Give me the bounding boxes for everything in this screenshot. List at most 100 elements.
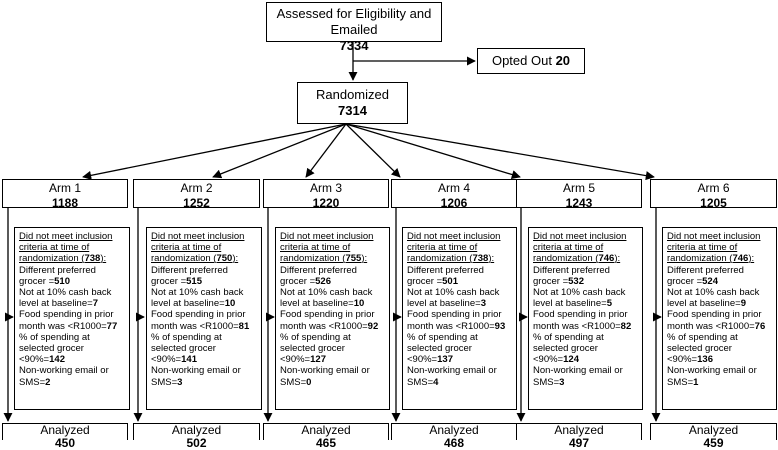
spending-label: <90%= (667, 354, 698, 366)
grocer-label: Different preferred (533, 264, 610, 276)
food-label: month was <R1000= (533, 320, 621, 332)
criteria-heading-line: ): (232, 253, 239, 265)
cashback-label: Not at 10% cash back (667, 287, 760, 299)
eligibility-count: 7334 (339, 38, 369, 53)
food-label: Food spending in prior (533, 309, 628, 321)
email-label: SMS= (151, 376, 178, 388)
grocer-label: grocer = (151, 275, 187, 287)
arm-3-analyzed-label: Analyzed (301, 423, 351, 437)
criteria-heading-line: ): (100, 253, 107, 265)
grocer-label: Different preferred (407, 264, 484, 276)
grocer-label: Different preferred (19, 264, 96, 276)
spending-count: 141 (181, 354, 197, 366)
opted-out-count: 20 (555, 53, 571, 68)
excluded-count: 746 (598, 253, 615, 265)
spending-label: <90%= (533, 354, 564, 366)
eligibility-label: Assessed for Eligibility and Emailed (276, 6, 432, 37)
email-label: Non-working email or (533, 365, 623, 377)
cashback-count: 3 (480, 298, 486, 310)
criteria-heading-line: criteria at time of (407, 242, 478, 254)
arm-2-analyzed-count: 502 (186, 436, 207, 450)
food-label: month was <R1000= (19, 320, 107, 332)
cashback-label: Not at 10% cash back (280, 287, 373, 299)
excluded-count: 738 (472, 253, 489, 265)
opted-out-box: Opted Out 20 (477, 48, 585, 74)
cashback-label: Not at 10% cash back (533, 287, 626, 299)
criteria-heading-line: criteria at time of (533, 242, 604, 254)
spending-label: selected grocer (533, 343, 598, 355)
criteria-heading-line: randomization ( (667, 253, 733, 265)
email-count: 0 (306, 376, 312, 388)
cashback-label: level at baseline= (151, 298, 225, 310)
arm-1-label: Arm 1 (48, 181, 81, 195)
email-label: Non-working email or (667, 365, 757, 377)
criteria-heading-line: Did not meet inclusion (280, 231, 374, 242)
food-label: month was <R1000= (407, 320, 495, 332)
criteria-heading-line: criteria at time of (667, 242, 738, 254)
arrow-to-arm-4 (345, 123, 401, 178)
spending-label: <90%= (19, 354, 50, 366)
food-label: month was <R1000= (280, 320, 368, 332)
spending-label: % of spending at (533, 331, 604, 343)
cashback-count: 10 (353, 298, 365, 310)
spending-label: <90%= (151, 354, 182, 366)
arm-5-label: Arm 5 (562, 181, 595, 195)
grocer-label: grocer = (19, 275, 55, 287)
food-label: month was <R1000= (667, 320, 755, 332)
spending-count: 142 (49, 354, 65, 366)
arm-5-analyzed-label: Analyzed (554, 423, 604, 437)
criteria-heading-line: randomization ( (407, 253, 473, 265)
food-count: 76 (754, 320, 766, 332)
arm-4-flow (391, 208, 402, 422)
arm-4-analyzed-label: Analyzed (429, 423, 479, 437)
cashback-label: Not at 10% cash back (151, 287, 244, 299)
food-label: Food spending in prior (407, 309, 502, 321)
cashback-count: 5 (606, 298, 612, 310)
email-label: Non-working email or (280, 365, 370, 377)
grocer-label: Different preferred (151, 264, 228, 276)
spending-label: selected grocer (667, 343, 732, 355)
email-label: SMS= (19, 376, 46, 388)
spending-count: 124 (563, 354, 579, 366)
email-count: 3 (559, 376, 565, 388)
cashback-label: Not at 10% cash back (407, 287, 500, 299)
excluded-count: 738 (84, 253, 101, 265)
arm-6-analyzed-label: Analyzed (688, 423, 739, 437)
spending-label: selected grocer (19, 343, 84, 355)
grocer-label: grocer = (407, 275, 443, 287)
arrow-to-arm-3 (305, 123, 347, 178)
spending-label: % of spending at (407, 331, 478, 343)
criteria-heading-line: randomization ( (19, 253, 85, 265)
cashback-label: level at baseline= (407, 298, 481, 310)
email-label: Non-working email or (151, 365, 241, 377)
grocer-label: grocer = (533, 275, 569, 287)
email-label: SMS= (667, 376, 694, 388)
grocer-label: grocer = (280, 275, 316, 287)
arm-1-flow (3, 208, 14, 422)
cashback-count: 9 (740, 298, 746, 310)
grocer-label: Different preferred (280, 264, 357, 276)
arm-6-count: 1205 (700, 196, 727, 210)
arm-6-label: Arm 6 (697, 181, 730, 195)
grocer-count: 526 (315, 275, 331, 287)
criteria-heading-line: ): (488, 253, 495, 265)
email-label: SMS= (280, 376, 307, 388)
email-count: 4 (433, 376, 439, 388)
cashback-count: 7 (92, 298, 98, 310)
grocer-count: 524 (702, 275, 718, 287)
arrow-to-arm-2 (212, 123, 347, 179)
spending-count: 127 (310, 354, 326, 366)
criteria-heading-line: Did not meet inclusion (151, 231, 245, 242)
criteria-heading-line: randomization ( (280, 253, 346, 265)
food-count: 82 (620, 320, 632, 332)
